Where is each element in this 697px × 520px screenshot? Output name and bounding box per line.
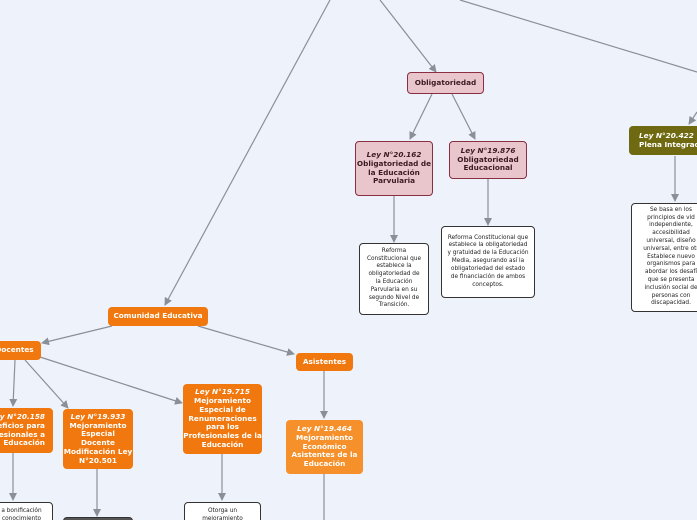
ley-19715-node[interactable]: Ley N°19.715 Mejoramiento Especial de Re… bbox=[183, 384, 262, 454]
desc-20422-box: Se basa en los principios de vid indepen… bbox=[631, 203, 697, 312]
comunidad-educativa-node[interactable]: Comunidad Educativa bbox=[108, 307, 208, 326]
desc-20162-box: Reforma Constitucional que establece la … bbox=[359, 243, 429, 315]
asistentes-label: Asistentes bbox=[302, 356, 347, 366]
comunidad-educativa-label: Comunidad Educativa bbox=[113, 311, 203, 321]
ley-19876-title: Obligatoriedad Educacional bbox=[457, 154, 519, 173]
desc-20422-text: Se basa en los principios de vid indepen… bbox=[643, 206, 697, 307]
ley-19464-law: Ley N°19.464 bbox=[297, 424, 352, 434]
ley-19933-node[interactable]: Ley N°19.933 Mejoramiento Especial Docen… bbox=[63, 409, 133, 469]
desc-20158-text: a bonificación conocimiento bbox=[1, 508, 42, 520]
obligatoriedad-label: Obligatoriedad bbox=[414, 77, 477, 87]
desc-19876-box: Reforma Constitucional que establece la … bbox=[441, 226, 535, 298]
ley-20422-title: Plena Integrac bbox=[639, 139, 697, 149]
ley-19464-title: Mejoramiento Económico Asistentes de la … bbox=[291, 432, 358, 469]
ley-20158-law: Ley N°20.158 bbox=[0, 412, 45, 421]
ley-19464-node[interactable]: Ley N°19.464 Mejoramiento Económico Asis… bbox=[286, 420, 363, 474]
ley-20158-node[interactable]: Ley N°20.158 eficios para fesionales a E… bbox=[0, 408, 53, 453]
asistentes-node[interactable]: Asistentes bbox=[296, 353, 353, 371]
desc-20158-box: a bonificación conocimiento bbox=[0, 502, 53, 520]
ley-19715-law: Ley N°19.715 bbox=[195, 387, 250, 397]
desc-19715-text: Otorga un mejoramiento bbox=[202, 508, 243, 520]
ley-20162-law: Ley N°20.162 bbox=[366, 150, 422, 159]
desc-19876-text: Reforma Constitucional que establece la … bbox=[447, 234, 529, 288]
ley-19876-law: Ley N°19.876 bbox=[460, 145, 516, 155]
ley-19933-title: Mejoramiento Especial Docente Modificaci… bbox=[63, 420, 133, 465]
desc-19933-box bbox=[63, 517, 133, 520]
ley-20422-law: Ley N°20.422 bbox=[639, 130, 694, 140]
docentes-label: Docentes bbox=[0, 345, 34, 355]
ley-20162-title: Obligatoriedad de la Educación Parvulari… bbox=[356, 158, 432, 186]
obligatoriedad-node[interactable]: Obligatoriedad bbox=[407, 72, 484, 94]
ley-19933-law: Ley N°19.933 bbox=[70, 411, 126, 421]
ley-19715-title: Mejoramiento Especial de Renumeraciones … bbox=[183, 396, 262, 449]
ley-20158-title: eficios para fesionales a Educación bbox=[0, 420, 45, 448]
ley-20422-node[interactable]: Ley N°20.422 Plena Integrac bbox=[629, 126, 697, 155]
desc-20162-text: Reforma Constitucional que establece la … bbox=[366, 247, 422, 309]
ley-19876-node[interactable]: Ley N°19.876 Obligatoriedad Educacional bbox=[449, 141, 527, 179]
desc-19715-box: Otorga un mejoramiento bbox=[184, 502, 261, 520]
docentes-node[interactable]: Docentes bbox=[0, 341, 41, 360]
ley-20162-node[interactable]: Ley N°20.162 Obligatoriedad de la Educac… bbox=[355, 141, 433, 196]
